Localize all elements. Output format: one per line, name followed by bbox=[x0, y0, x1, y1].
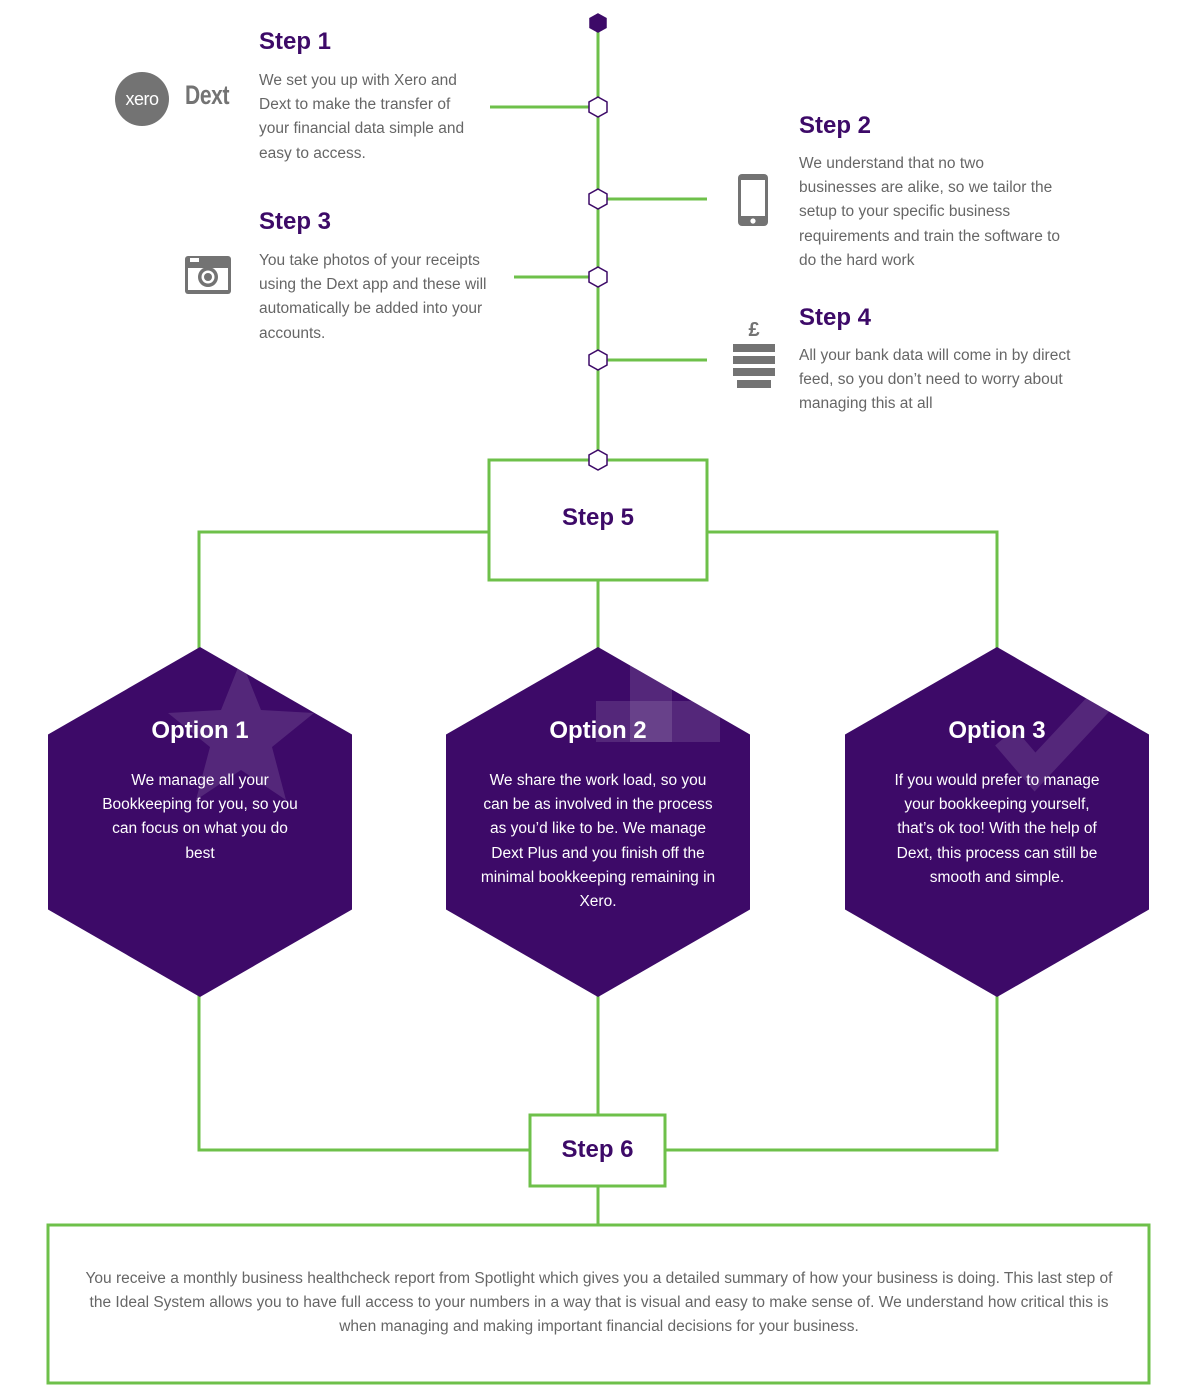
option2-text: We share the work load, so you can be as… bbox=[480, 772, 716, 911]
star-icon bbox=[168, 660, 314, 800]
step4-text: All your bank data will come in by direc… bbox=[799, 347, 1071, 413]
timeline-node-step5 bbox=[588, 449, 608, 471]
step6-label: Step 6 bbox=[561, 1136, 634, 1163]
smartphone-icon bbox=[738, 174, 768, 226]
xero-logo-text: xero bbox=[125, 88, 159, 109]
option2-title: Option 2 bbox=[549, 717, 647, 744]
option3-title: Option 3 bbox=[948, 717, 1046, 744]
timeline-node-step2 bbox=[588, 188, 608, 210]
step2-text: We understand that no two businesses are… bbox=[799, 155, 1061, 269]
dext-logo: Dext bbox=[185, 80, 230, 110]
option1-text: We manage all your Bookkeeping for you, … bbox=[102, 772, 298, 862]
step2-title: Step 2 bbox=[799, 112, 872, 139]
step6-summary-text: You receive a monthly business healthche… bbox=[85, 1270, 1113, 1336]
step1-text: We set you up with Xero and Dext to make… bbox=[259, 72, 465, 162]
timeline-start-node bbox=[589, 13, 607, 33]
branch-left bbox=[197, 530, 489, 650]
camera-icon bbox=[185, 256, 231, 294]
option3-text: If you would prefer to manage your bookk… bbox=[894, 772, 1100, 886]
checkmark-icon bbox=[995, 688, 1115, 792]
timeline-node-step1 bbox=[588, 96, 608, 118]
timeline-node-step3 bbox=[588, 266, 608, 288]
option1-title: Option 1 bbox=[151, 717, 249, 744]
merge-right bbox=[665, 992, 999, 1152]
merge-left bbox=[197, 992, 530, 1152]
summary-box bbox=[46, 1223, 1151, 1385]
step5-label: Step 5 bbox=[561, 504, 635, 531]
step3-title: Step 3 bbox=[259, 208, 332, 235]
xero-logo: xero bbox=[115, 72, 169, 126]
pound-symbol: £ bbox=[748, 319, 760, 341]
step4-title: Step 4 bbox=[799, 304, 872, 331]
bank-feed-icon: £ bbox=[732, 319, 776, 389]
step1-title: Step 1 bbox=[259, 28, 332, 55]
branch-right bbox=[707, 530, 999, 650]
step3-text: You take photos of your receipts using t… bbox=[259, 252, 487, 342]
timeline-node-step4 bbox=[588, 349, 608, 371]
